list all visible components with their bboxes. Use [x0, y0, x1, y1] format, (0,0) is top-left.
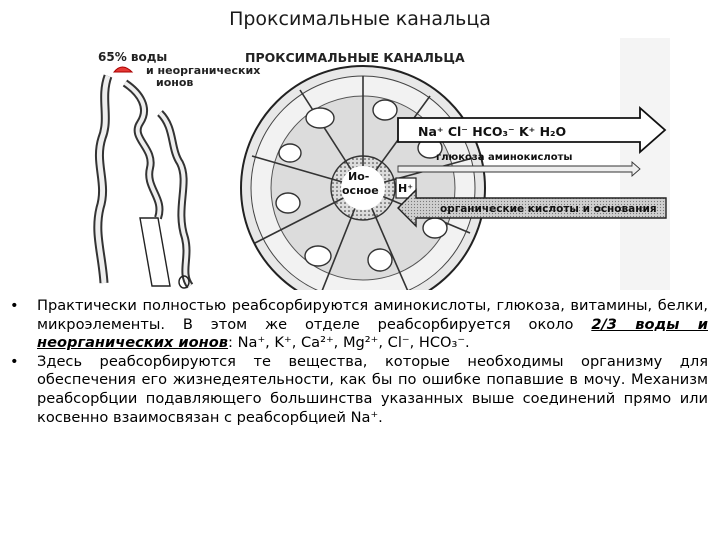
- bullet-1-emphasis: 2/3 воды и неорганических ионов: [37, 315, 708, 352]
- bullet-item-2: • Здесь реабсорбируются те вещества, кот…: [8, 353, 708, 427]
- water-label: 65% воды: [98, 50, 167, 64]
- glomerulus-marker: [112, 66, 134, 73]
- bullet-text-2: Здесь реабсорбируются те вещества, котор…: [37, 352, 708, 426]
- bullet-item-1: • Практически полностью реабсорбируются …: [8, 297, 708, 353]
- slide-title: Проксимальные канальца: [229, 8, 491, 30]
- nephron-illustration: [93, 74, 194, 289]
- ions-reabsorption-arrow: Na⁺ Cl⁻ HCO₃⁻ K⁺ H₂O: [397, 106, 667, 154]
- proximal-tubule-diagram: 65% воды и неорганических ионов ПРОКСИМА…: [80, 38, 670, 290]
- bullet-text-1: Практически полностью реабсорбируются ам…: [37, 297, 708, 353]
- organic-acids-secretion-arrow: органические кислоты и основания: [397, 188, 667, 228]
- glucose-aminoacids-label: глюкоза аминокислоты: [436, 152, 572, 163]
- core-label-2: осное: [342, 184, 379, 197]
- bullet-1-part-a: Практически полностью реабсорбируются ам…: [37, 297, 708, 333]
- bullet-symbol: •: [10, 352, 19, 370]
- organic-acids-label: органические кислоты и основания: [440, 203, 657, 215]
- ions-label-line1: и неорганических: [146, 64, 260, 77]
- bullet-symbol: •: [10, 297, 19, 314]
- tubule-cross-section: Ио- осное: [240, 65, 486, 290]
- diagram-header: ПРОКСИМАЛЬНЫЕ КАНАЛЬЦА: [245, 50, 465, 65]
- bullet-1-part-b: : Na⁺, K⁺, Ca²⁺, Mg²⁺, Cl⁻, HCO₃⁻.: [228, 334, 470, 352]
- ions-arrow-text: Na⁺ Cl⁻ HCO₃⁻ K⁺ H₂O: [418, 124, 566, 139]
- hydrogen-label: H⁺: [398, 182, 413, 195]
- ions-label-line2: ионов: [156, 76, 193, 89]
- bullet-list: • Практически полностью реабсорбируются …: [8, 297, 708, 427]
- core-label-1: Ио-: [348, 170, 369, 183]
